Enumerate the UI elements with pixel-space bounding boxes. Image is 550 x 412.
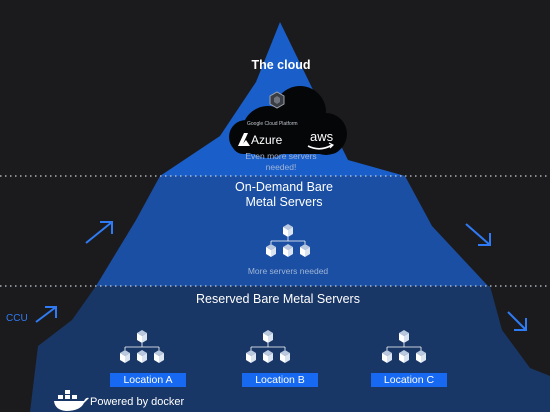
- cloud-title: The cloud: [251, 58, 311, 72]
- aws-smile-icon: [307, 144, 333, 150]
- arrow-down-right-icon: [465, 223, 491, 246]
- azure-label: Azure: [251, 133, 283, 147]
- location-b-badge: Location B: [242, 373, 318, 387]
- arrow-lower-right-icon: [507, 311, 527, 331]
- location-c-badge: Location C: [371, 373, 447, 387]
- cloud-note: Even more servers needed!: [245, 151, 317, 172]
- gcp-label: Google Cloud Platform: [247, 121, 298, 127]
- gcp-hex-icon: [269, 91, 285, 109]
- ccu-label: CCU: [6, 313, 28, 324]
- docker-icon: [54, 390, 89, 411]
- arrow-up-left-icon: [85, 221, 113, 244]
- on-demand-note: More servers needed: [247, 266, 329, 276]
- location-a-badge: Location A: [110, 373, 186, 387]
- reserved-title: Reserved Bare Metal Servers: [196, 292, 360, 306]
- aws-label: aws: [310, 129, 334, 144]
- powered-by-docker: Powered by docker: [90, 396, 185, 408]
- azure-icon: [238, 133, 250, 146]
- arrow-ccu-icon: [35, 306, 57, 323]
- on-demand-title: On-Demand Bare Metal Servers: [235, 180, 333, 209]
